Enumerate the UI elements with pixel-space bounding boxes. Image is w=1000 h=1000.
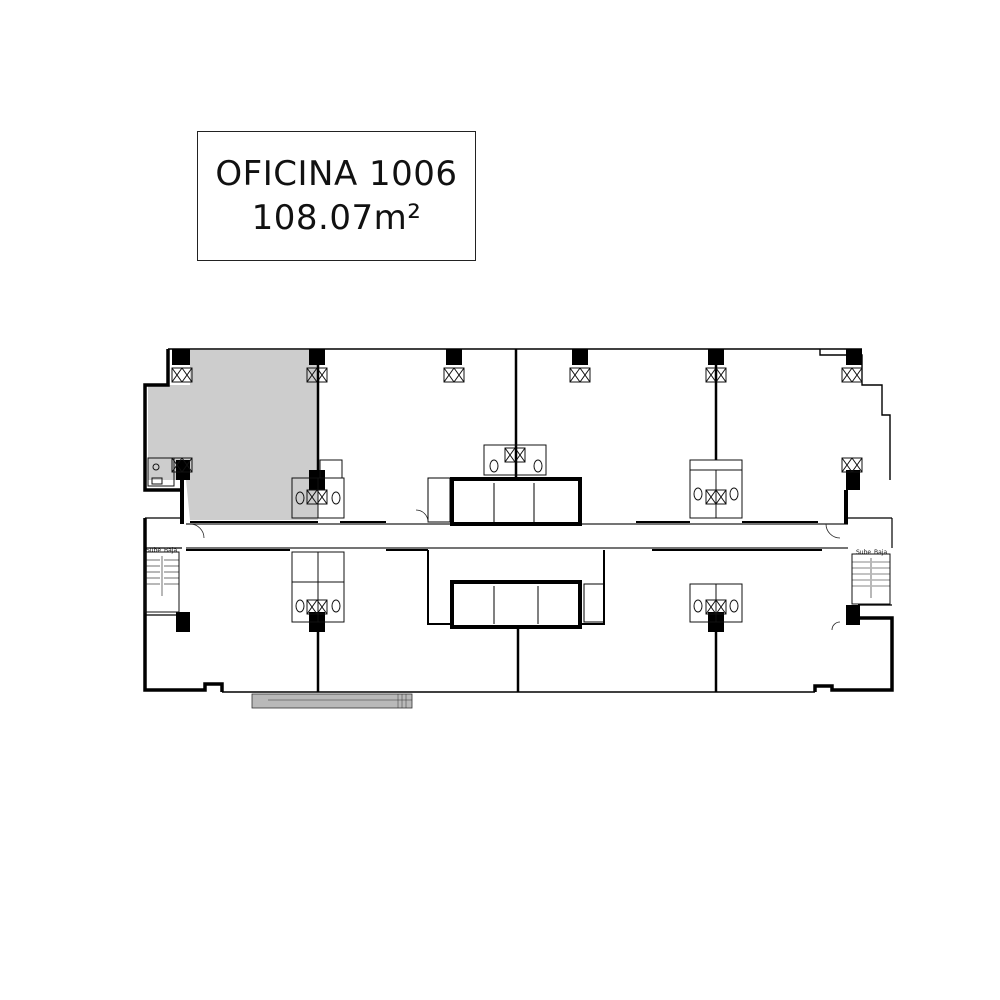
restroom-left (147, 457, 175, 487)
unit-area: 108.07m² (251, 198, 422, 238)
elevator-core-top (427, 477, 582, 526)
restrooms-central (291, 444, 743, 623)
stair-right-down-label: Baja (874, 549, 887, 556)
structural-columns (172, 349, 862, 632)
stair-right: Sube Baja (851, 549, 891, 605)
corridor (186, 523, 848, 549)
office-partitions (186, 349, 822, 692)
door-swings (189, 509, 841, 631)
stair-left: Sube Baja (144, 547, 180, 613)
stair-left-down-label: Baja (164, 547, 177, 554)
stair-right-up-label: Sube (856, 549, 871, 556)
unit-label-box: OFICINA 1006 108.07m² (197, 131, 476, 261)
elevator-core-bottom (427, 550, 605, 629)
terrace-strip (251, 693, 413, 709)
highlighted-office-1006[interactable] (148, 350, 318, 520)
unit-name: OFICINA 1006 (215, 154, 458, 194)
stair-left-up-label: Sube (146, 547, 161, 554)
